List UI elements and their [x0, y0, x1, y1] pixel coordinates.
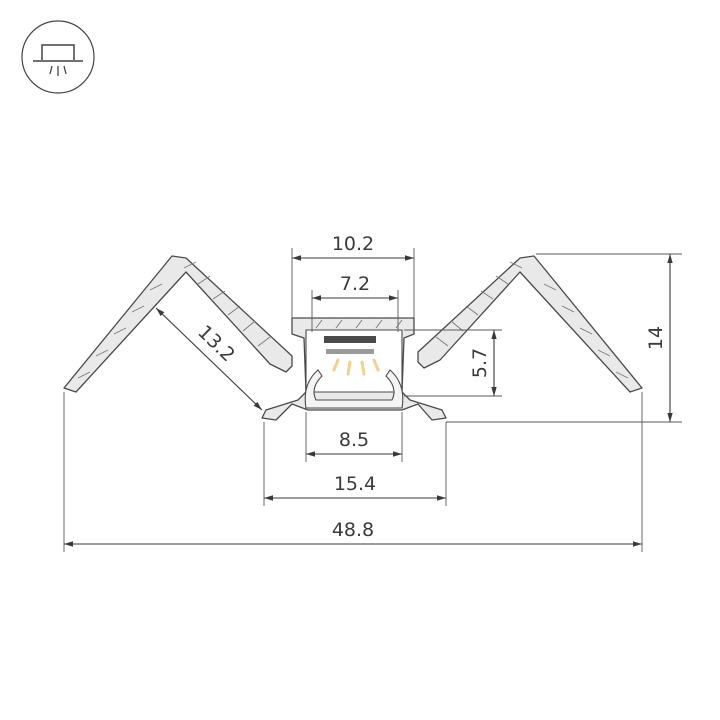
dim-led-depth: 5.7 [469, 348, 491, 378]
surface-mount-light-icon [21, 20, 95, 94]
led-strip [324, 336, 380, 376]
dim-top-width: 10.2 [332, 233, 374, 255]
dim-overall-width: 48.8 [332, 519, 374, 541]
dim-height: 14 [645, 326, 667, 350]
dim-inner-width: 7.2 [340, 273, 370, 295]
diffuser [304, 369, 404, 409]
dim-diffuser-width: 8.5 [339, 429, 369, 451]
right-wing [417, 255, 643, 393]
dimension-lines [64, 254, 673, 547]
dim-bottom-width: 15.4 [334, 473, 376, 495]
left-wing [63, 255, 293, 393]
dim-wing-length: 13.2 [193, 321, 239, 366]
